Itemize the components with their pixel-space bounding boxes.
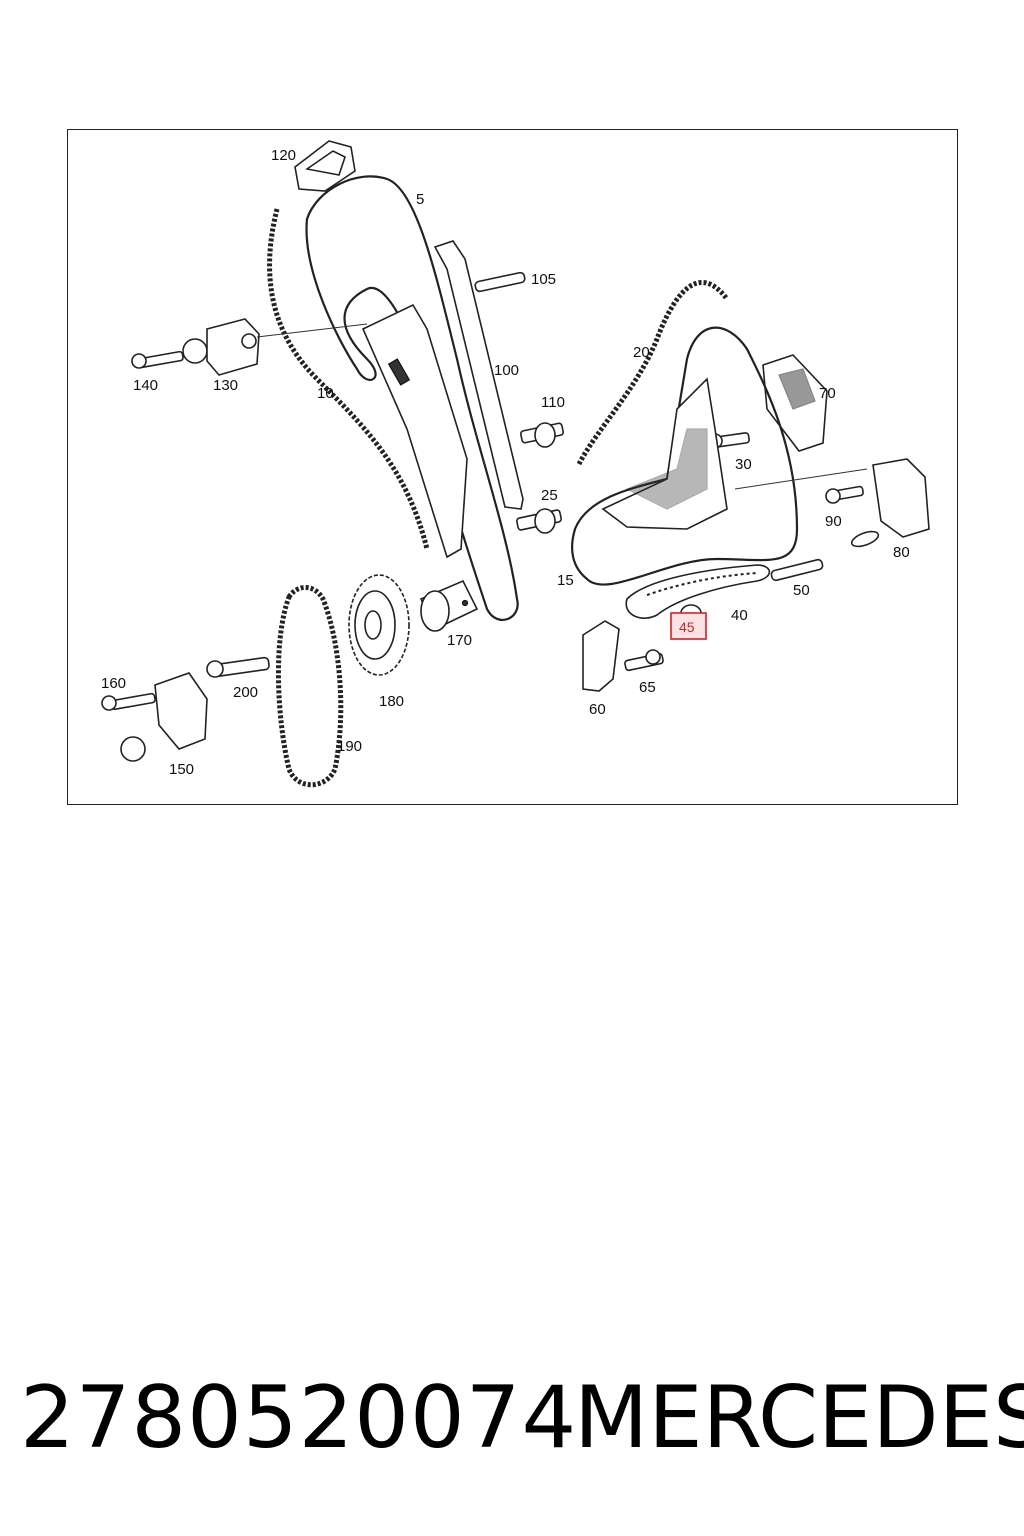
callout-25[interactable]: 25 (541, 487, 558, 504)
part-25-bolt[interactable] (515, 508, 563, 534)
callout-5[interactable]: 5 (416, 191, 424, 208)
part-15-chain-loop[interactable] (571, 326, 799, 586)
part-150-tensioner[interactable] (120, 672, 208, 762)
callout-130[interactable]: 130 (213, 377, 238, 394)
part-180-sprocket[interactable] (348, 574, 410, 676)
callout-60[interactable]: 60 (589, 701, 606, 718)
callout-190[interactable]: 190 (337, 738, 362, 755)
part-120-guide[interactable] (294, 140, 356, 192)
callout-70[interactable]: 70 (819, 385, 836, 402)
part-50-pin[interactable] (770, 558, 824, 582)
callout-100[interactable]: 100 (494, 362, 519, 379)
part-160-bolt[interactable] (101, 692, 156, 711)
callout-170[interactable]: 170 (447, 632, 472, 649)
part-90-bolt[interactable] (825, 485, 864, 504)
part-140-bolt[interactable] (131, 350, 184, 369)
part-number: 2780520074 (20, 1368, 578, 1468)
callout-45[interactable]: 45 (679, 619, 695, 635)
part-105-pin[interactable] (474, 271, 526, 293)
part-60-guide[interactable] (582, 620, 620, 692)
part-70-guide[interactable] (762, 354, 828, 452)
part-camshaft-sprocket[interactable] (601, 377, 728, 530)
callout-15[interactable]: 15 (557, 572, 574, 589)
part-80-tensioner[interactable] (734, 458, 930, 549)
callout-90[interactable]: 90 (825, 513, 842, 530)
callout-45-highlight[interactable]: 45 (670, 612, 707, 640)
brand-name: MERCEDES (574, 1368, 1024, 1468)
callout-80[interactable]: 80 (893, 544, 910, 561)
callout-160[interactable]: 160 (101, 675, 126, 692)
parts-diagram: 120 5 105 100 110 140 130 10 20 70 30 25… (101, 140, 930, 788)
callout-110[interactable]: 110 (541, 394, 565, 411)
part-130-tensioner[interactable] (182, 318, 368, 376)
callout-40[interactable]: 40 (731, 607, 748, 624)
callout-140[interactable]: 140 (133, 377, 158, 394)
part-200-bolt[interactable] (206, 656, 270, 678)
part-5-chain-loop[interactable] (305, 175, 519, 621)
callout-50[interactable]: 50 (793, 582, 810, 599)
callout-200[interactable]: 200 (233, 684, 258, 701)
callout-180[interactable]: 180 (379, 693, 404, 710)
callout-10[interactable]: 10 (317, 385, 334, 402)
callout-30[interactable]: 30 (735, 456, 752, 473)
callout-150[interactable]: 150 (169, 761, 194, 778)
part-10-chain[interactable] (267, 208, 430, 550)
part-100-guide-rail[interactable] (361, 240, 524, 559)
part-65-bolt[interactable] (624, 649, 664, 672)
part-110-bolt[interactable] (519, 422, 565, 448)
callout-120[interactable]: 120 (271, 147, 296, 164)
part-170-bushing[interactable] (419, 579, 479, 632)
callout-105[interactable]: 105 (531, 271, 556, 288)
callout-65[interactable]: 65 (639, 679, 656, 696)
callout-20[interactable]: 20 (633, 344, 650, 361)
part-20-chain[interactable] (576, 280, 729, 466)
part-40-guide[interactable] (625, 564, 771, 619)
part-190-chain[interactable] (276, 585, 344, 788)
diagram-frame (67, 129, 958, 805)
